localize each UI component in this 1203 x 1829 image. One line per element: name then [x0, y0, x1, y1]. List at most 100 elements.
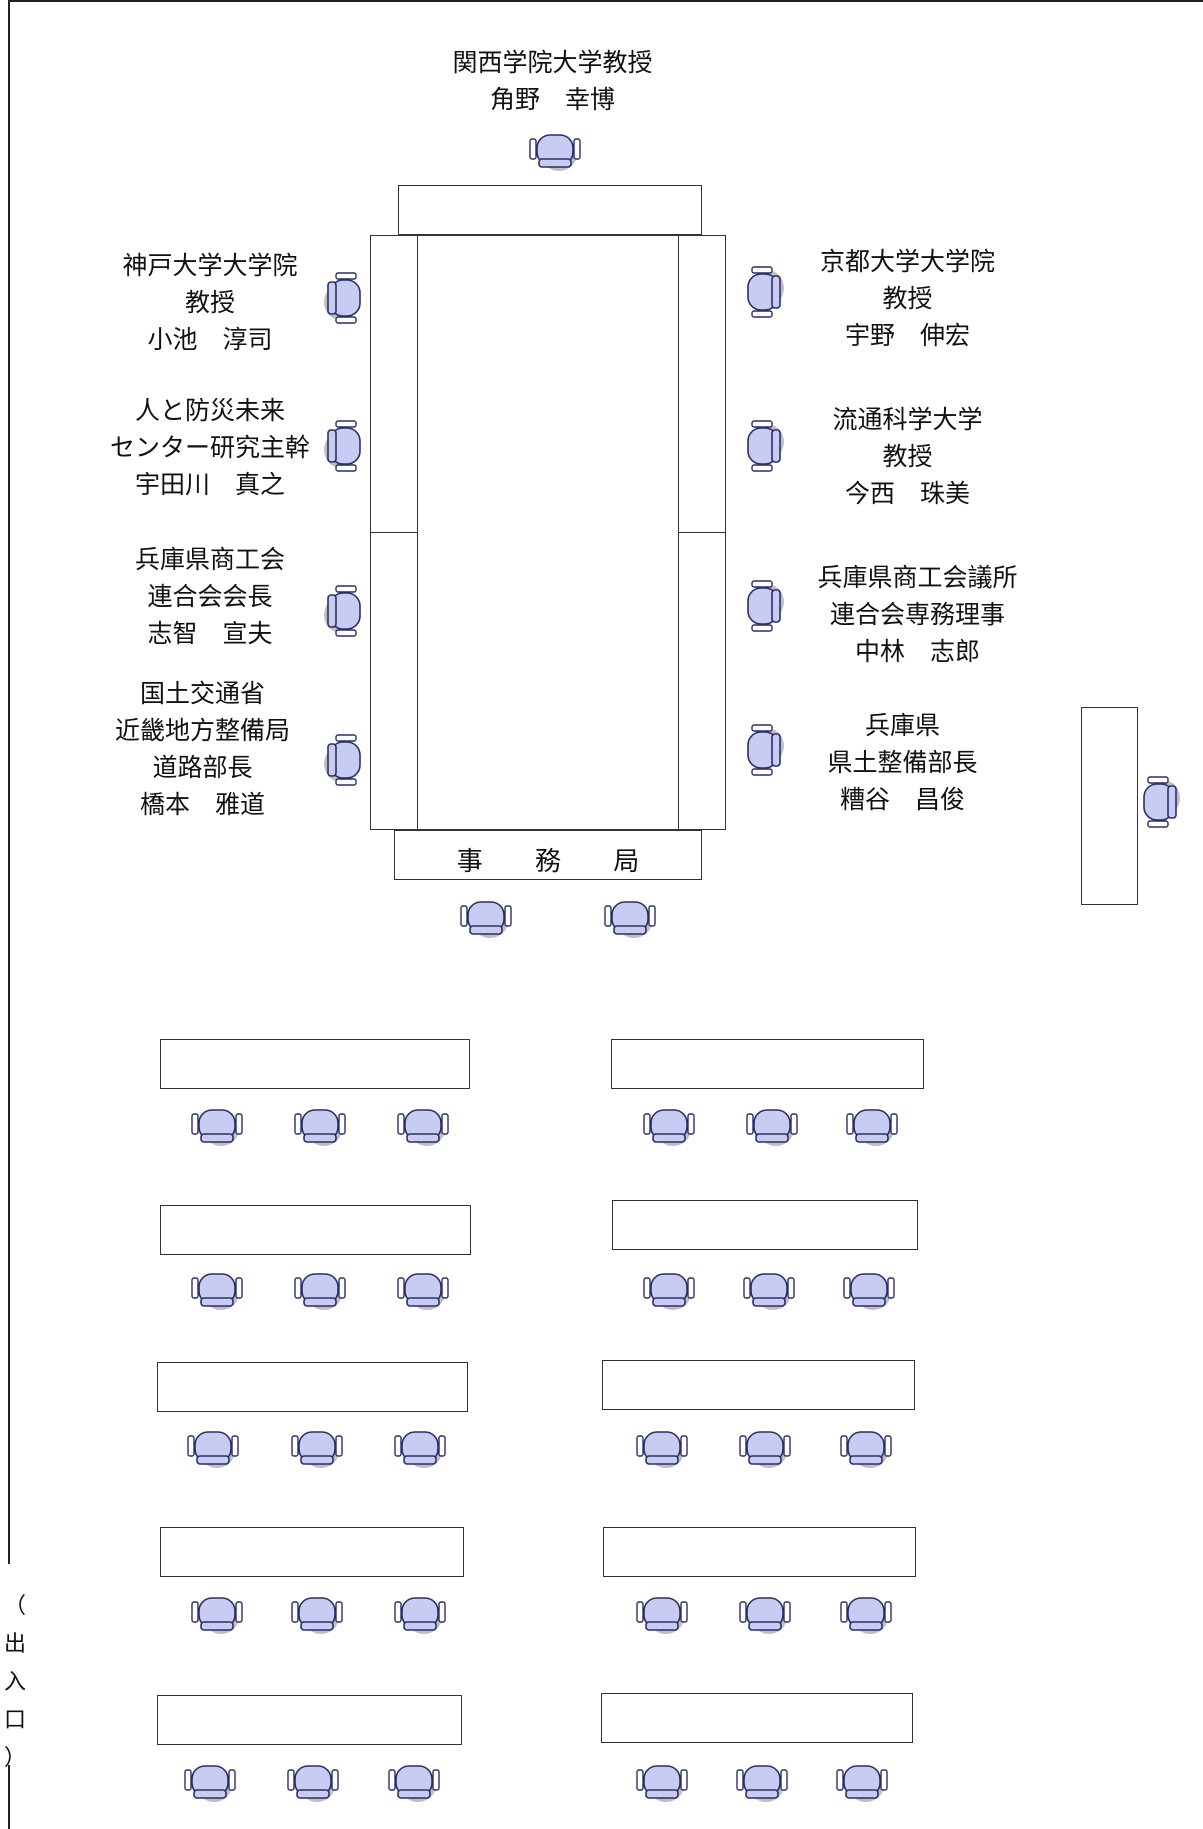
right-seat-1-line-2: 教授 — [882, 284, 933, 313]
left-seat-2-line-3: 宇田川 真之 — [134, 470, 285, 499]
entrance-char-1: （ — [3, 1594, 26, 1619]
left-seat-3-line-3: 志智 宣夫 — [147, 619, 273, 648]
office-chair-icon — [841, 1096, 903, 1154]
entrance-label: （ 出 入 口 ） — [0, 1588, 30, 1778]
audience-desk — [157, 1695, 462, 1745]
entrance-char-2: 出 — [3, 1632, 26, 1657]
right-seat-label-2: 流通科学大学 教授 今西 珠美 — [800, 401, 1015, 512]
office-chair-icon — [524, 121, 586, 179]
right-seat-3-line-3: 中林 志郎 — [854, 637, 980, 666]
office-chair-icon — [838, 1260, 900, 1318]
office-chair-icon — [286, 1418, 348, 1476]
head-seat-line-2: 角野 幸博 — [489, 85, 615, 114]
room-wall-left — [8, 0, 10, 1564]
office-chair-icon — [179, 1752, 241, 1810]
table-left-lower — [370, 532, 418, 830]
audience-desk — [160, 1039, 470, 1089]
office-chair-icon — [392, 1260, 454, 1318]
office-chair-icon — [182, 1418, 244, 1476]
office-chair-icon — [389, 1584, 451, 1642]
right-seat-4-line-2: 県土整備部長 — [827, 748, 978, 777]
office-chair-icon — [314, 582, 376, 640]
right-seat-4-line-3: 糟谷 昌俊 — [839, 785, 965, 814]
left-seat-2-line-1: 人と防災未来 — [134, 396, 285, 425]
right-seat-2-line-3: 今西 珠美 — [844, 479, 970, 508]
head-seat-line-1: 関西学院大学教授 — [452, 48, 653, 77]
room-wall-top — [8, 0, 1203, 2]
right-seat-4-line-1: 兵庫県 — [864, 711, 940, 740]
left-seat-1-line-1: 神戸大学大学院 — [122, 251, 298, 280]
right-seat-2-line-2: 教授 — [882, 442, 933, 471]
right-seat-label-3: 兵庫県商工会議所 連合会専務理事 中林 志郎 — [800, 559, 1035, 670]
side-desk — [1081, 707, 1138, 905]
right-seat-1-line-1: 京都大学大学院 — [819, 247, 995, 276]
audience-desk — [603, 1527, 916, 1577]
left-seat-1-line-3: 小池 淳司 — [147, 325, 273, 354]
right-seat-label-4: 兵庫県 県土整備部長 糟谷 昌俊 — [800, 707, 1005, 818]
office-chair-icon — [631, 1584, 693, 1642]
office-chair-icon — [732, 721, 794, 779]
table-secretariat — [394, 830, 702, 880]
audience-desk — [157, 1362, 468, 1412]
office-chair-icon — [732, 263, 794, 321]
office-chair-icon — [314, 417, 376, 475]
office-chair-icon — [289, 1096, 351, 1154]
office-chair-icon — [455, 888, 517, 946]
right-seat-3-line-2: 連合会専務理事 — [829, 600, 1005, 629]
office-chair-icon — [732, 417, 794, 475]
room-wall-left-lower — [8, 1765, 10, 1829]
right-seat-label-1: 京都大学大学院 教授 宇野 伸宏 — [800, 243, 1015, 354]
right-seat-2-line-1: 流通科学大学 — [832, 405, 983, 434]
office-chair-icon — [389, 1418, 451, 1476]
table-center — [370, 235, 726, 830]
table-left-upper — [370, 235, 418, 533]
left-seat-4-line-4: 橋本 雅道 — [139, 790, 265, 819]
head-seat-label: 関西学院大学教授 角野 幸博 — [440, 44, 665, 118]
office-chair-icon — [631, 1752, 693, 1810]
office-chair-icon — [734, 1418, 796, 1476]
left-seat-label-1: 神戸大学大学院 教授 小池 淳司 — [95, 247, 325, 358]
office-chair-icon — [1128, 773, 1190, 831]
office-chair-icon — [392, 1096, 454, 1154]
right-seat-3-line-1: 兵庫県商工会議所 — [817, 563, 1018, 592]
office-chair-icon — [738, 1260, 800, 1318]
office-chair-icon — [186, 1096, 248, 1154]
office-chair-icon — [835, 1584, 897, 1642]
left-seat-label-2: 人と防災未来 センター研究主幹 宇田川 真之 — [95, 392, 325, 503]
office-chair-icon — [638, 1260, 700, 1318]
office-chair-icon — [731, 1752, 793, 1810]
audience-desk — [160, 1527, 464, 1577]
table-head — [398, 185, 702, 235]
office-chair-icon — [734, 1584, 796, 1642]
entrance-char-5: ） — [3, 1746, 26, 1771]
left-seat-4-line-3: 道路部長 — [152, 753, 253, 782]
office-chair-icon — [631, 1418, 693, 1476]
office-chair-icon — [599, 888, 661, 946]
office-chair-icon — [638, 1096, 700, 1154]
office-chair-icon — [383, 1752, 445, 1810]
left-seat-label-4: 国土交通省 近畿地方整備局 道路部長 橋本 雅道 — [95, 675, 310, 823]
office-chair-icon — [732, 577, 794, 635]
office-chair-icon — [741, 1096, 803, 1154]
left-seat-3-line-1: 兵庫県商工会 — [134, 545, 285, 574]
office-chair-icon — [282, 1752, 344, 1810]
office-chair-icon — [289, 1260, 351, 1318]
audience-desk — [602, 1360, 915, 1410]
office-chair-icon — [835, 1418, 897, 1476]
entrance-char-4: 口 — [3, 1708, 26, 1733]
audience-desk — [611, 1039, 924, 1089]
left-seat-4-line-2: 近畿地方整備局 — [114, 716, 290, 745]
table-right-lower — [678, 532, 726, 830]
right-seat-1-line-3: 宇野 伸宏 — [844, 321, 970, 350]
audience-desk — [612, 1200, 918, 1250]
left-seat-4-line-1: 国土交通省 — [139, 679, 265, 708]
office-chair-icon — [831, 1752, 893, 1810]
left-seat-2-line-2: センター研究主幹 — [109, 433, 310, 462]
left-seat-1-line-2: 教授 — [184, 288, 235, 317]
audience-desk — [160, 1205, 471, 1255]
secretariat-label: 事 務 局 — [456, 847, 662, 877]
entrance-char-3: 入 — [3, 1670, 26, 1695]
office-chair-icon — [286, 1584, 348, 1642]
table-right-upper — [678, 235, 726, 533]
office-chair-icon — [314, 269, 376, 327]
